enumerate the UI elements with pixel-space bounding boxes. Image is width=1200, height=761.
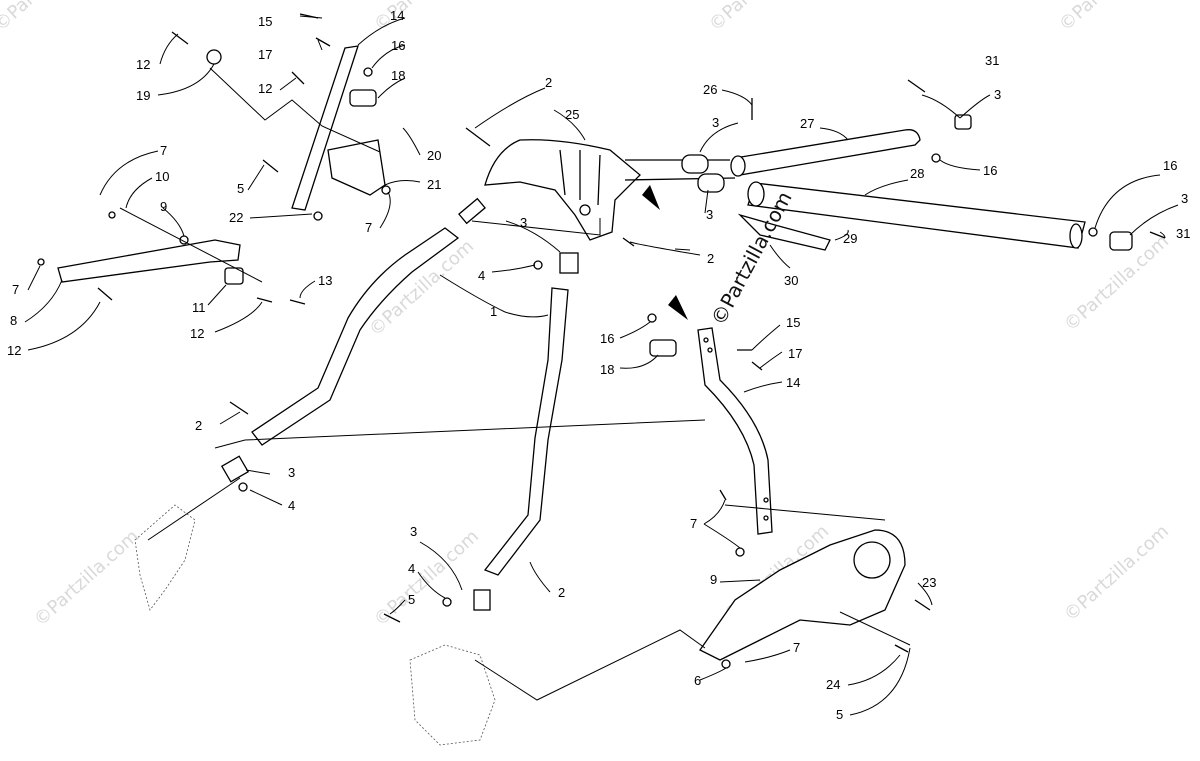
center-mount [409,644,496,746]
callout-label: 16 [1163,158,1177,173]
callout-label: 6 [694,673,701,688]
callout-label: 18 [391,68,405,83]
callout-label: 3 [994,87,1001,102]
callout-label: 16 [391,38,405,53]
callout-label: 16 [600,331,614,346]
callout-label: 9 [710,572,717,587]
callout-label: 12 [258,81,272,96]
callout-label: 31 [985,53,999,68]
right-bracket-plate [699,529,906,661]
callout-label: 2 [558,585,565,600]
callout-label: 19 [136,88,150,103]
callout-label: 3 [410,524,417,539]
callout-label: 2 [707,251,714,266]
callout-label: 3 [712,115,719,130]
callout-label: 22 [229,210,243,225]
callout-label: 3 [288,465,295,480]
upper-crossbar [734,129,921,176]
callout-label: 20 [427,148,441,163]
callout-label: 14 [786,375,800,390]
callout-label: 18 [600,362,614,377]
callout-label: 26 [703,82,717,97]
upper-left-upright [291,45,359,211]
callout-label: 14 [390,8,404,23]
left-post-tube [251,227,460,446]
callout-label: 24 [826,677,840,692]
callout-label: 7 [793,640,800,655]
callout-label: 7 [160,143,167,158]
callout-label: 31 [1176,226,1190,241]
callout-label: 16 [983,163,997,178]
callout-label: 3 [1181,191,1188,206]
callout-label: 4 [478,268,485,283]
callout-label: 5 [836,707,843,722]
center-housing [484,139,641,241]
callout-label: 10 [155,169,169,184]
callout-label: 29 [843,231,857,246]
callout-label: 3 [706,207,713,222]
bracket [327,139,386,196]
left-crossbar [57,239,241,283]
callout-label: 15 [786,315,800,330]
callout-label: 9 [160,199,167,214]
callout-label: 28 [910,166,924,181]
callout-label: 5 [408,592,415,607]
callout-label: 1 [490,304,497,319]
callout-label: 27 [800,116,814,131]
callout-label: 21 [427,177,441,192]
center-post-tube [483,287,569,576]
callout-label: 4 [408,561,415,576]
callout-label: 13 [318,273,332,288]
left-mount [134,504,196,611]
callout-label: 4 [288,498,295,513]
callout-label: 12 [7,343,21,358]
callout-label: 8 [10,313,17,328]
callout-label: 2 [195,418,202,433]
callout-label: 7 [365,220,372,235]
callout-label: 2 [545,75,552,90]
callout-label: 17 [788,346,802,361]
callout-label: 3 [520,215,527,230]
callout-label: 23 [922,575,936,590]
callout-label: 7 [12,282,19,297]
callout-label: 11 [192,300,206,315]
callout-label: 12 [136,57,150,72]
right-upright [697,327,773,535]
callout-label: 17 [258,47,272,62]
callout-label: 25 [565,107,579,122]
callout-label: 7 [690,516,697,531]
callout-label: 15 [258,14,272,29]
callout-label: 5 [237,181,244,196]
callout-label: 30 [784,273,798,288]
callout-label: 12 [190,326,204,341]
